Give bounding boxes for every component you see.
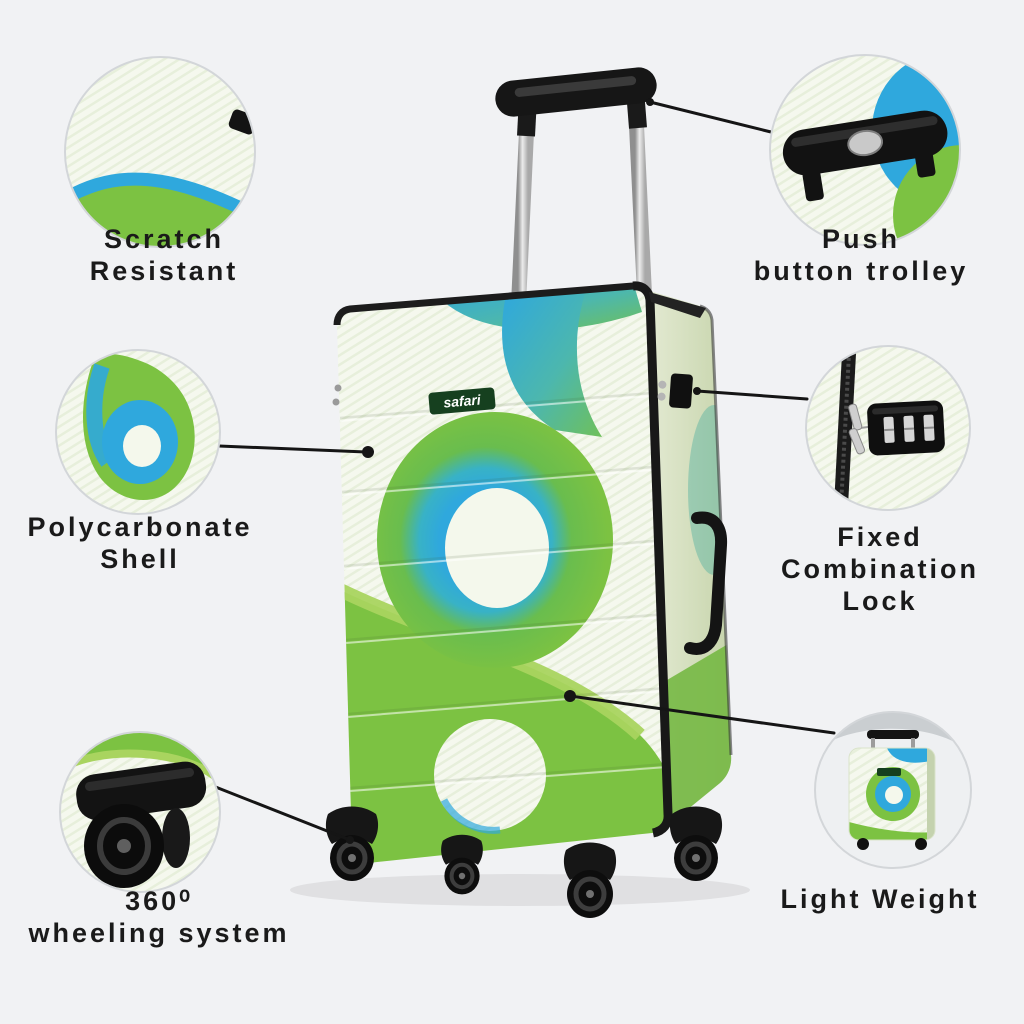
feature-label-fixed-combination-lock: Fixed Combination Lock	[736, 522, 1024, 618]
feature-label-scratch-resistant: Scratch Resistant	[18, 224, 310, 288]
label-line: Light Weight	[780, 884, 980, 914]
zipper-pull	[848, 403, 863, 431]
feature-label-light-weight: Light Weight	[730, 884, 1024, 916]
wheel-mount	[76, 761, 207, 821]
leader-line-lock	[695, 389, 809, 401]
zipper-pull	[332, 398, 340, 406]
wheel	[325, 806, 379, 881]
trolley-handle	[495, 67, 657, 316]
suitcase: safari	[290, 67, 750, 918]
label-line: Fixed	[837, 522, 923, 552]
leader-line-wheel	[211, 784, 352, 842]
callout-polycarbonate-shell	[55, 349, 221, 515]
callout-scratch-resistant	[64, 56, 256, 248]
label-line: Scratch	[103, 224, 225, 254]
push-button	[847, 129, 884, 157]
label-line: Combination	[781, 553, 979, 584]
mini-suitcase	[848, 730, 936, 850]
side-handle	[684, 511, 728, 655]
brand-logo-text: safari	[443, 391, 483, 410]
leader-lines	[211, 100, 836, 842]
zipper-pull	[848, 428, 866, 455]
brand-badge: safari	[428, 387, 496, 415]
lock-body	[867, 400, 945, 456]
wheel	[441, 834, 483, 895]
leader-line-lightweight	[568, 694, 836, 735]
label-line: button trolley	[753, 255, 969, 286]
label-line: Push	[821, 224, 900, 254]
label-line: Shell	[100, 543, 180, 574]
wheel	[563, 842, 617, 918]
leader-dots	[346, 98, 701, 844]
zipper-pull	[334, 384, 342, 392]
feature-label-polycarbonate-shell: Polycarbonate Shell	[0, 512, 286, 576]
leader-line-trolley	[648, 100, 773, 134]
leader-line-shell	[217, 444, 368, 454]
shell-pattern	[337, 285, 668, 864]
wheels	[325, 806, 723, 918]
trolley-grip	[782, 110, 948, 202]
callout-fixed-combination-lock	[805, 345, 971, 511]
callout-wheeling-system	[59, 731, 221, 893]
mini-brand-badge	[877, 768, 901, 776]
floor-shadow	[290, 874, 750, 906]
feature-label-push-button-trolley: Push button trolley	[700, 224, 1022, 288]
callout-push-button-trolley	[769, 54, 961, 246]
feature-label-wheeling-system: 360⁰ wheeling system	[4, 886, 314, 950]
label-line: 360⁰	[125, 886, 193, 916]
combination-lock	[657, 373, 693, 409]
zipper-track	[833, 346, 857, 510]
label-line: wheeling system	[28, 917, 290, 948]
label-line: Polycarbonate	[27, 512, 253, 542]
label-line: Resistant	[89, 255, 239, 286]
callout-light-weight	[814, 711, 972, 869]
zipper-frame	[632, 281, 673, 838]
suitcase-front: safari	[332, 281, 706, 864]
wheel	[669, 806, 723, 881]
label-line: Lock	[842, 585, 918, 616]
